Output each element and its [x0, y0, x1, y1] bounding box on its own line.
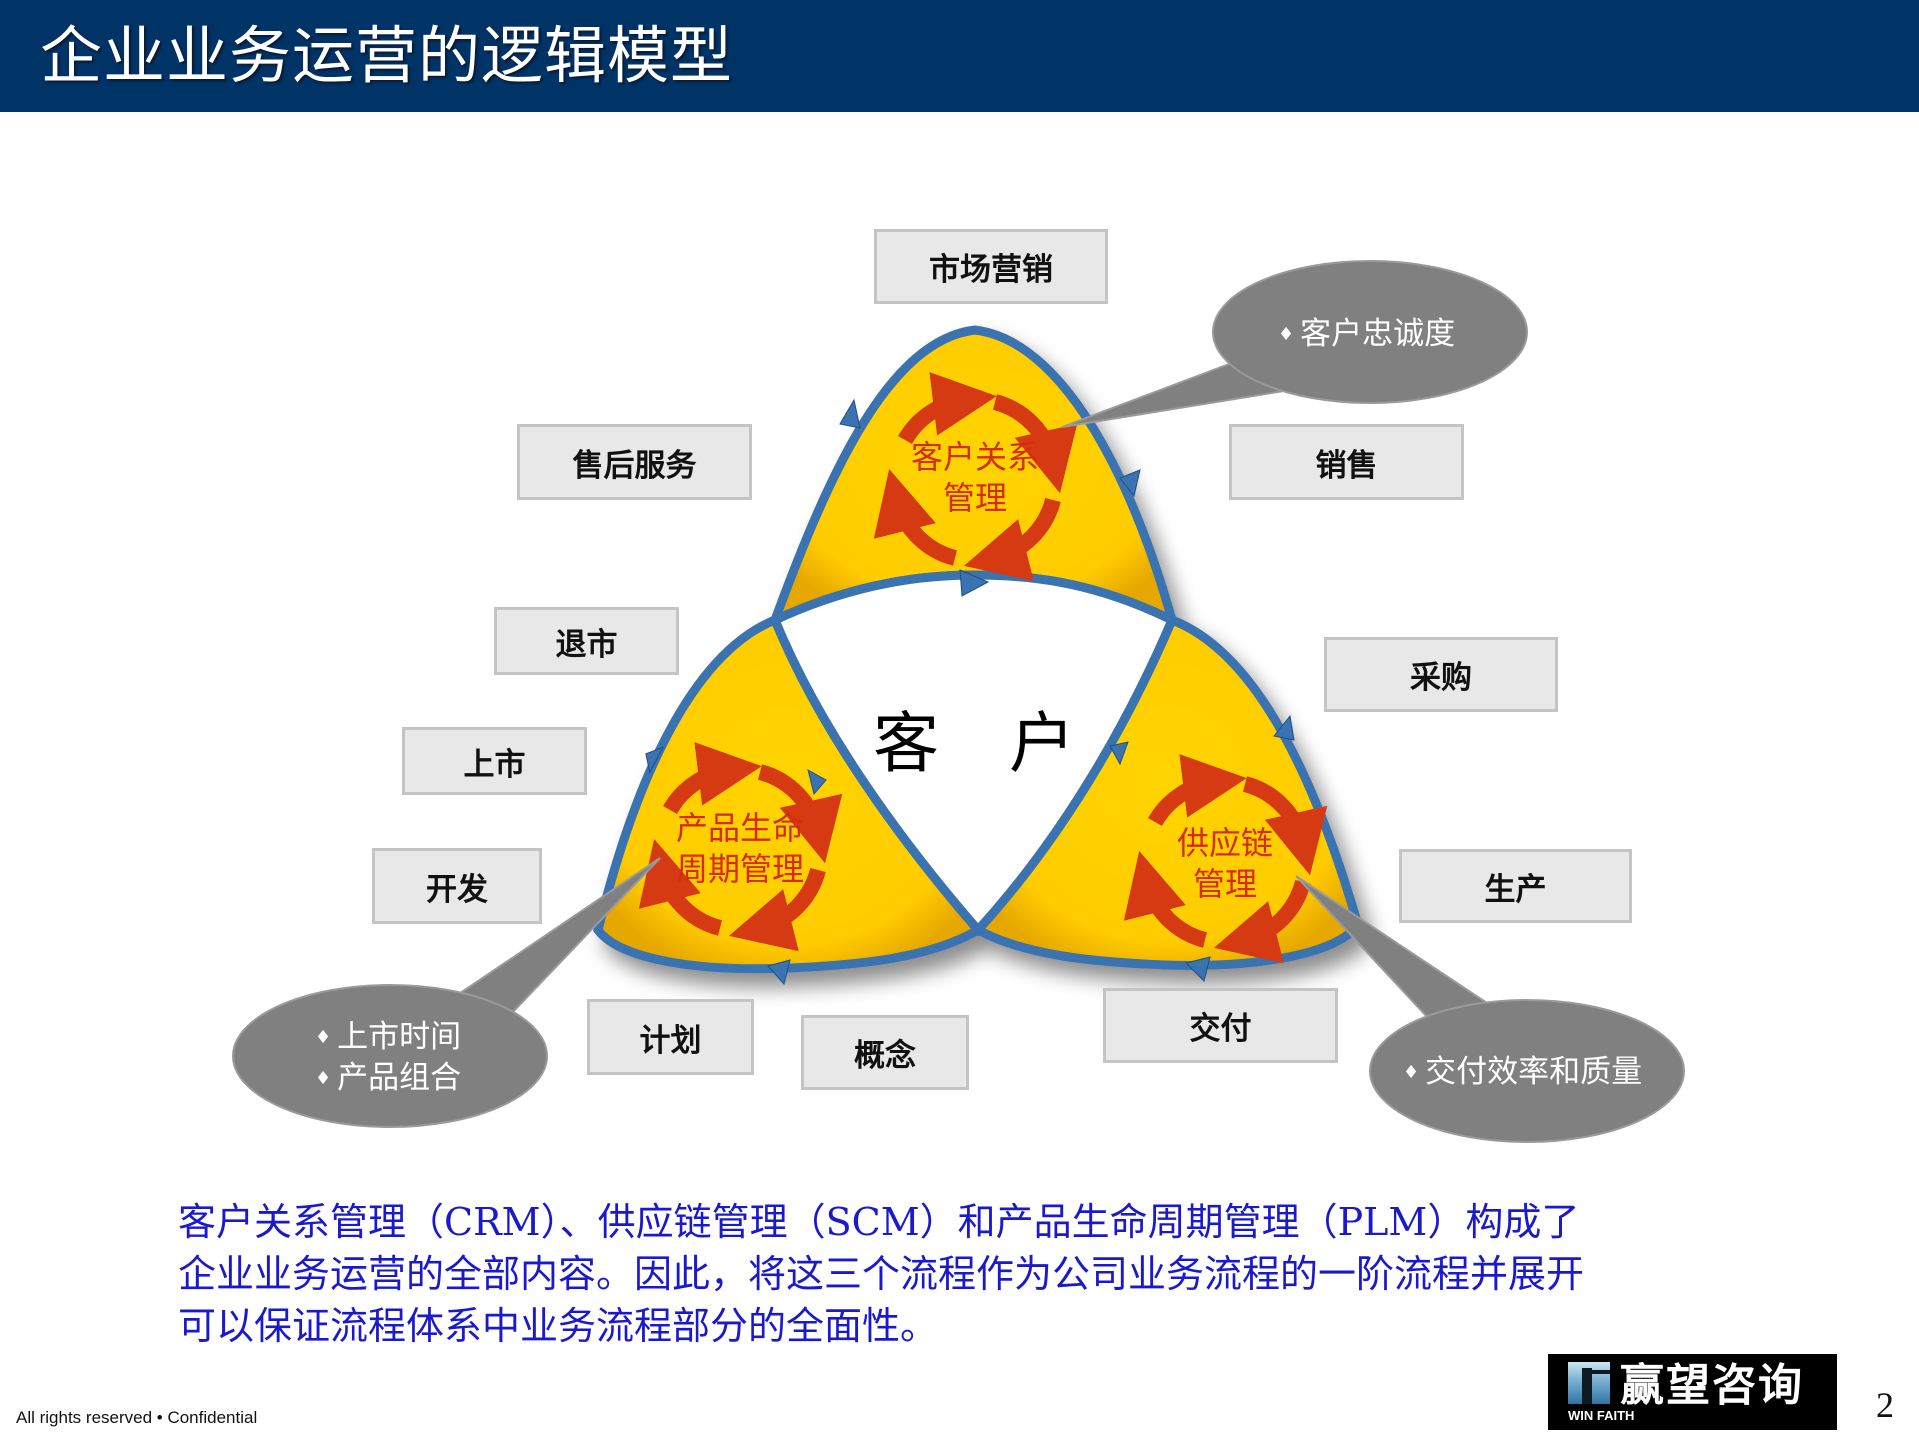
page-title: 企业业务运营的逻辑模型 [40, 19, 734, 92]
callout-item: 上市时间 [337, 1019, 462, 1055]
crm-label: 客户关系 管理 [895, 437, 1055, 519]
crm-label-line2: 管理 [942, 479, 1007, 517]
plm-callout-text: ♦上市时间 ♦产品组合 [315, 1017, 461, 1099]
footer-confidential: All rights reserved • Confidential [16, 1408, 258, 1427]
description-line: 客户关系管理（CRM）、供应链管理（SCM）和产品生命周期管理（PLM）构成了 [178, 1200, 1580, 1244]
logo-telescope [1586, 1370, 1610, 1374]
crm-label-line1: 客户关系 [910, 438, 1039, 476]
description-text: 客户关系管理（CRM）、供应链管理（SCM）和产品生命周期管理（PLM）构成了 … [178, 1196, 1778, 1352]
box-deliver: 交付 [1103, 988, 1338, 1063]
plm-label-line2: 周期管理 [675, 850, 804, 888]
scm-callout-text: ♦交付效率和质量 [1403, 1052, 1642, 1093]
logo-text-en: WIN FAITH [1568, 1408, 1635, 1423]
scm-label-line1: 供应链 [1176, 824, 1273, 862]
logo-text-cn: 赢望咨询 [1620, 1360, 1804, 1411]
description-line: 可以保证流程体系中业务流程部分的全面性。 [178, 1304, 939, 1348]
diamond-bullet-icon: ♦ [315, 1068, 332, 1089]
box-purchase: 采购 [1324, 637, 1558, 712]
box-marketing: 市场营销 [874, 229, 1108, 304]
callout-item: 产品组合 [337, 1060, 462, 1096]
diamond-bullet-icon: ♦ [315, 1027, 332, 1048]
scm-label-line2: 管理 [1192, 865, 1257, 903]
box-develop: 开发 [372, 848, 542, 924]
diamond-bullet-icon: ♦ [1403, 1062, 1420, 1083]
page-number: 2 [1876, 1385, 1894, 1425]
callouts [232, 260, 1685, 1143]
box-plan: 计划 [587, 999, 754, 1075]
description-line: 企业业务运营的全部内容。因此，将这三个流程作为公司业务流程的一阶流程并展开 [178, 1252, 1585, 1296]
plm-label: 产品生命 周期管理 [660, 808, 820, 890]
crm-callout-text: ♦客户忠诚度 [1278, 314, 1455, 355]
crm-callout [1212, 260, 1528, 404]
callout-item: 客户忠诚度 [1300, 316, 1456, 352]
company-logo: 赢望咨询 WIN FAITH [1548, 1354, 1837, 1430]
plm-callout [232, 984, 548, 1128]
box-sales: 销售 [1229, 424, 1464, 500]
title-bar: 企业业务运营的逻辑模型 [0, 0, 1919, 112]
callout-item: 交付效率和质量 [1425, 1054, 1643, 1090]
plm-label-line1: 产品生命 [675, 809, 804, 847]
box-concept: 概念 [801, 1015, 969, 1090]
logo-image-icon [1568, 1362, 1610, 1404]
box-launch: 上市 [402, 727, 587, 795]
customer-center-label: 客户 [873, 705, 1145, 782]
scm-label: 供应链 管理 [1145, 823, 1305, 905]
box-produce: 生产 [1399, 849, 1632, 923]
logo-figure [1582, 1368, 1592, 1404]
cycle-arrows [638, 372, 1328, 964]
scm-callout [1369, 999, 1685, 1143]
diamond-bullet-icon: ♦ [1278, 324, 1295, 345]
box-after-sales: 售后服务 [517, 424, 752, 500]
box-retire: 退市 [494, 607, 679, 675]
